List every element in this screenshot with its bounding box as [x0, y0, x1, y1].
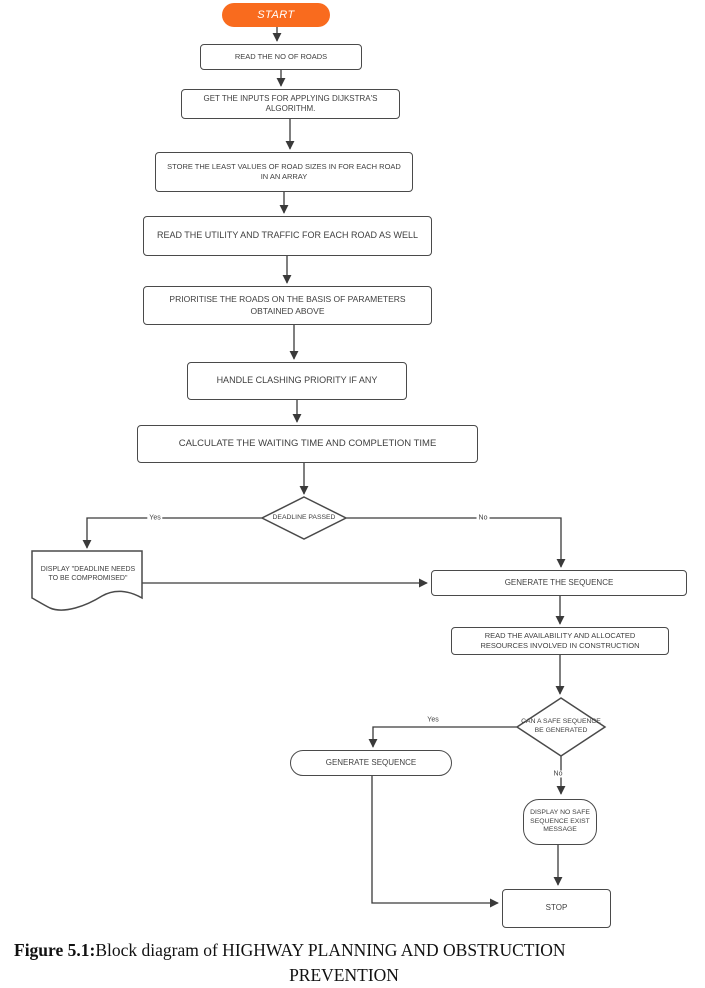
figure-caption-line1: Figure 5.1:Block diagram of HIGHWAY PLAN… [14, 938, 674, 963]
edge-label-safe-yes: Yes [425, 716, 441, 724]
node-generate-the-sequence: GENERATE THE SEQUENCE [431, 570, 687, 596]
node-store-least-values: STORE THE LEAST VALUES OF ROAD SIZES IN … [155, 152, 413, 192]
node-generate-sequence-oval: GENERATE SEQUENCE [290, 750, 452, 776]
decision-deadline-label: DEADLINE PASSED [272, 513, 336, 521]
decision-safe-sequence-shape [515, 697, 607, 757]
node-calculate-times: CALCULATE THE WAITING TIME AND COMPLETIO… [137, 425, 478, 463]
figure-caption-text: Block diagram of HIGHWAY PLANNING AND OB… [95, 940, 566, 960]
edge-deadline-yes [82, 517, 262, 549]
node-stop-terminal: STOP [502, 889, 611, 928]
figure-caption-line2: PREVENTION [289, 965, 399, 986]
edge-deadline-no [346, 517, 566, 568]
figure-caption-number: Figure 5.1: [14, 940, 96, 960]
decision-safe-sequence-label: CAN A SAFE SEQUENCE BE GENERATED [521, 718, 601, 734]
edge-label-safe-no: No [551, 770, 565, 778]
node-display-no-safe-message: DISPLAY NO SAFE SEQUENCE EXIST MESSAGE [523, 799, 597, 845]
node-read-utility-traffic: READ THE UTILITY AND TRAFFIC FOR EACH RO… [143, 216, 432, 256]
node-handle-clashing-priority: HANDLE CLASHING PRIORITY IF ANY [187, 362, 407, 400]
edge-label-deadline-yes: Yes [147, 514, 163, 522]
edge-safe-yes [368, 726, 517, 748]
figure-caption: Figure 5.1:Block diagram of HIGHWAY PLAN… [14, 938, 674, 988]
node-read-availability-resources: READ THE AVAILABILITY AND ALLOCATED RESO… [451, 627, 669, 655]
node-read-roads: READ THE NO OF ROADS [200, 44, 362, 70]
node-start-terminal: START [222, 3, 330, 27]
node-display-deadline-document: DISPLAY "DEADLINE NEEDS TO BE COMPROMISE… [40, 565, 136, 582]
edge-label-deadline-no: No [476, 514, 490, 522]
edge-oval-to-stop [371, 776, 499, 908]
node-get-inputs-dijkstra: GET THE INPUTS FOR APPLYING DIJKSTRA'S A… [181, 89, 400, 119]
document-shape [31, 550, 143, 611]
decision-deadline-shape [260, 496, 348, 540]
node-prioritise-roads: PRIORITISE THE ROADS ON THE BASIS OF PAR… [143, 286, 432, 325]
